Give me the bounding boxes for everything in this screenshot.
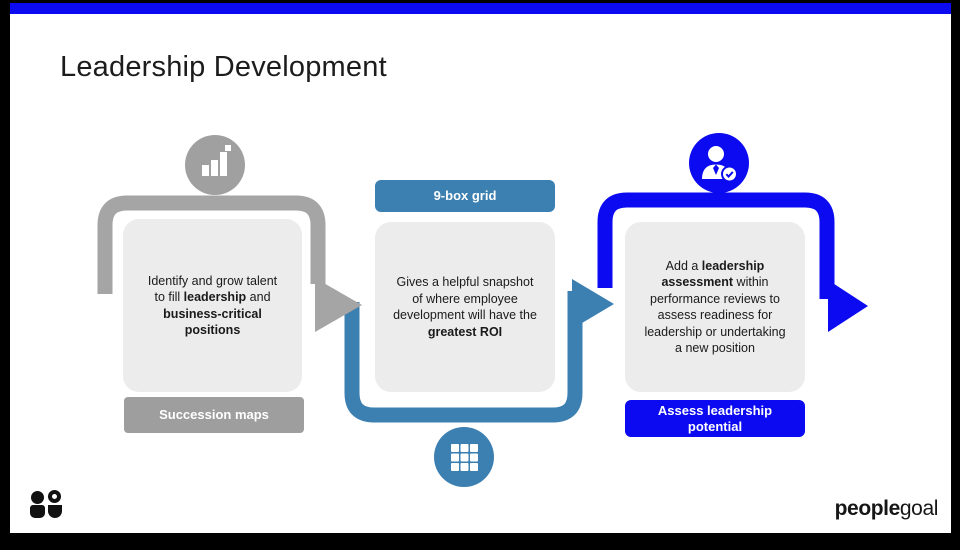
brand-people: people — [834, 497, 901, 520]
step-3-label: Assess leadership potential — [625, 400, 805, 437]
growth-bar-chart-icon — [185, 135, 245, 195]
growth-bar-chart-glyph — [202, 145, 231, 176]
user-check-icon — [689, 133, 749, 193]
logomark-head-left — [31, 491, 44, 504]
peoplegoal-logomark-icon — [30, 490, 64, 518]
arrow-1-head — [315, 278, 362, 332]
arrow-3-head — [828, 280, 868, 332]
slide-title: Leadership Development — [60, 51, 387, 83]
flow-arrows — [97, 192, 868, 423]
arrow-1-shaft — [97, 195, 326, 294]
logomark-body-right — [48, 505, 62, 518]
step-1-text: Identify and grow talent to fill leaders… — [147, 273, 278, 338]
step-2-label: 9-box grid — [375, 180, 555, 212]
logomark-body-left — [30, 505, 45, 518]
arrow-2-shaft — [344, 291, 583, 423]
grid-3x3-glyph — [451, 444, 478, 471]
step-2-text: Gives a helpful snapshot of where employ… — [393, 275, 537, 339]
logomark-head-right — [48, 490, 61, 503]
step-3-text: Add a leadership assessment within perfo… — [644, 258, 786, 356]
step-1-box: Identify and grow talent to fill leaders… — [123, 219, 302, 392]
arrow-3-shaft — [597, 192, 835, 299]
step-1-label: Succession maps — [124, 397, 304, 433]
user-check-glyph — [702, 146, 738, 183]
slide: Leadership Development Identify and grow… — [10, 3, 951, 533]
peoplegoal-wordmark: peoplegoal — [834, 497, 939, 521]
brand-goal: goal — [899, 497, 939, 520]
step-3-box: Add a leadership assessment within perfo… — [625, 222, 805, 392]
step-2-box: Gives a helpful snapshot of where employ… — [375, 222, 555, 392]
arrow-2-head — [572, 279, 614, 329]
grid-3x3-icon — [434, 427, 494, 487]
top-accent-bar — [10, 3, 951, 14]
